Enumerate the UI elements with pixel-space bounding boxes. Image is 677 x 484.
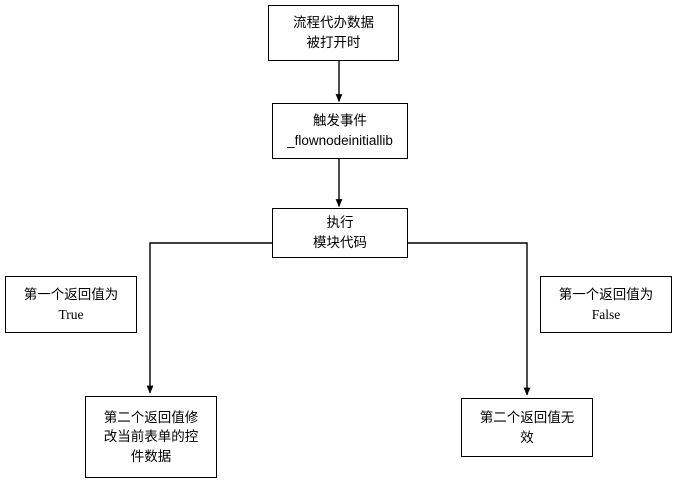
connector-execute-to-modifies-form	[146, 242, 272, 394]
node-trigger-source-label: 流程代办数据 被打开时	[293, 15, 374, 50]
node-trigger-event[interactable]: 触发事件 _flownodeinitiallib	[272, 103, 408, 159]
node-return-value-true[interactable]: 第一个返回值为 True	[5, 276, 137, 333]
node-second-return-modifies-form[interactable]: 第二个返回值修 改当前表单的控 件数据	[85, 396, 217, 478]
node-return-value-false-label: 第一个返回值为 False	[558, 286, 654, 322]
node-second-return-modifies-form-label: 第二个返回值修 改当前表单的控 件数据	[103, 409, 199, 464]
node-return-value-false[interactable]: 第一个返回值为 False	[540, 276, 672, 333]
node-return-value-true-label: 第一个返回值为 True	[23, 286, 119, 322]
node-trigger-event-label: 触发事件 _flownodeinitiallib	[287, 113, 393, 148]
node-trigger-source[interactable]: 流程代办数据 被打开时	[268, 5, 399, 61]
node-second-return-invalid[interactable]: 第二个返回值无 效	[461, 398, 593, 457]
connector-execute-to-invalid	[408, 242, 531, 396]
node-execute-module-code-label: 执行 模块代码	[313, 215, 367, 250]
node-second-return-invalid-label: 第二个返回值无 效	[479, 409, 575, 445]
node-execute-module-code[interactable]: 执行 模块代码	[272, 208, 408, 258]
